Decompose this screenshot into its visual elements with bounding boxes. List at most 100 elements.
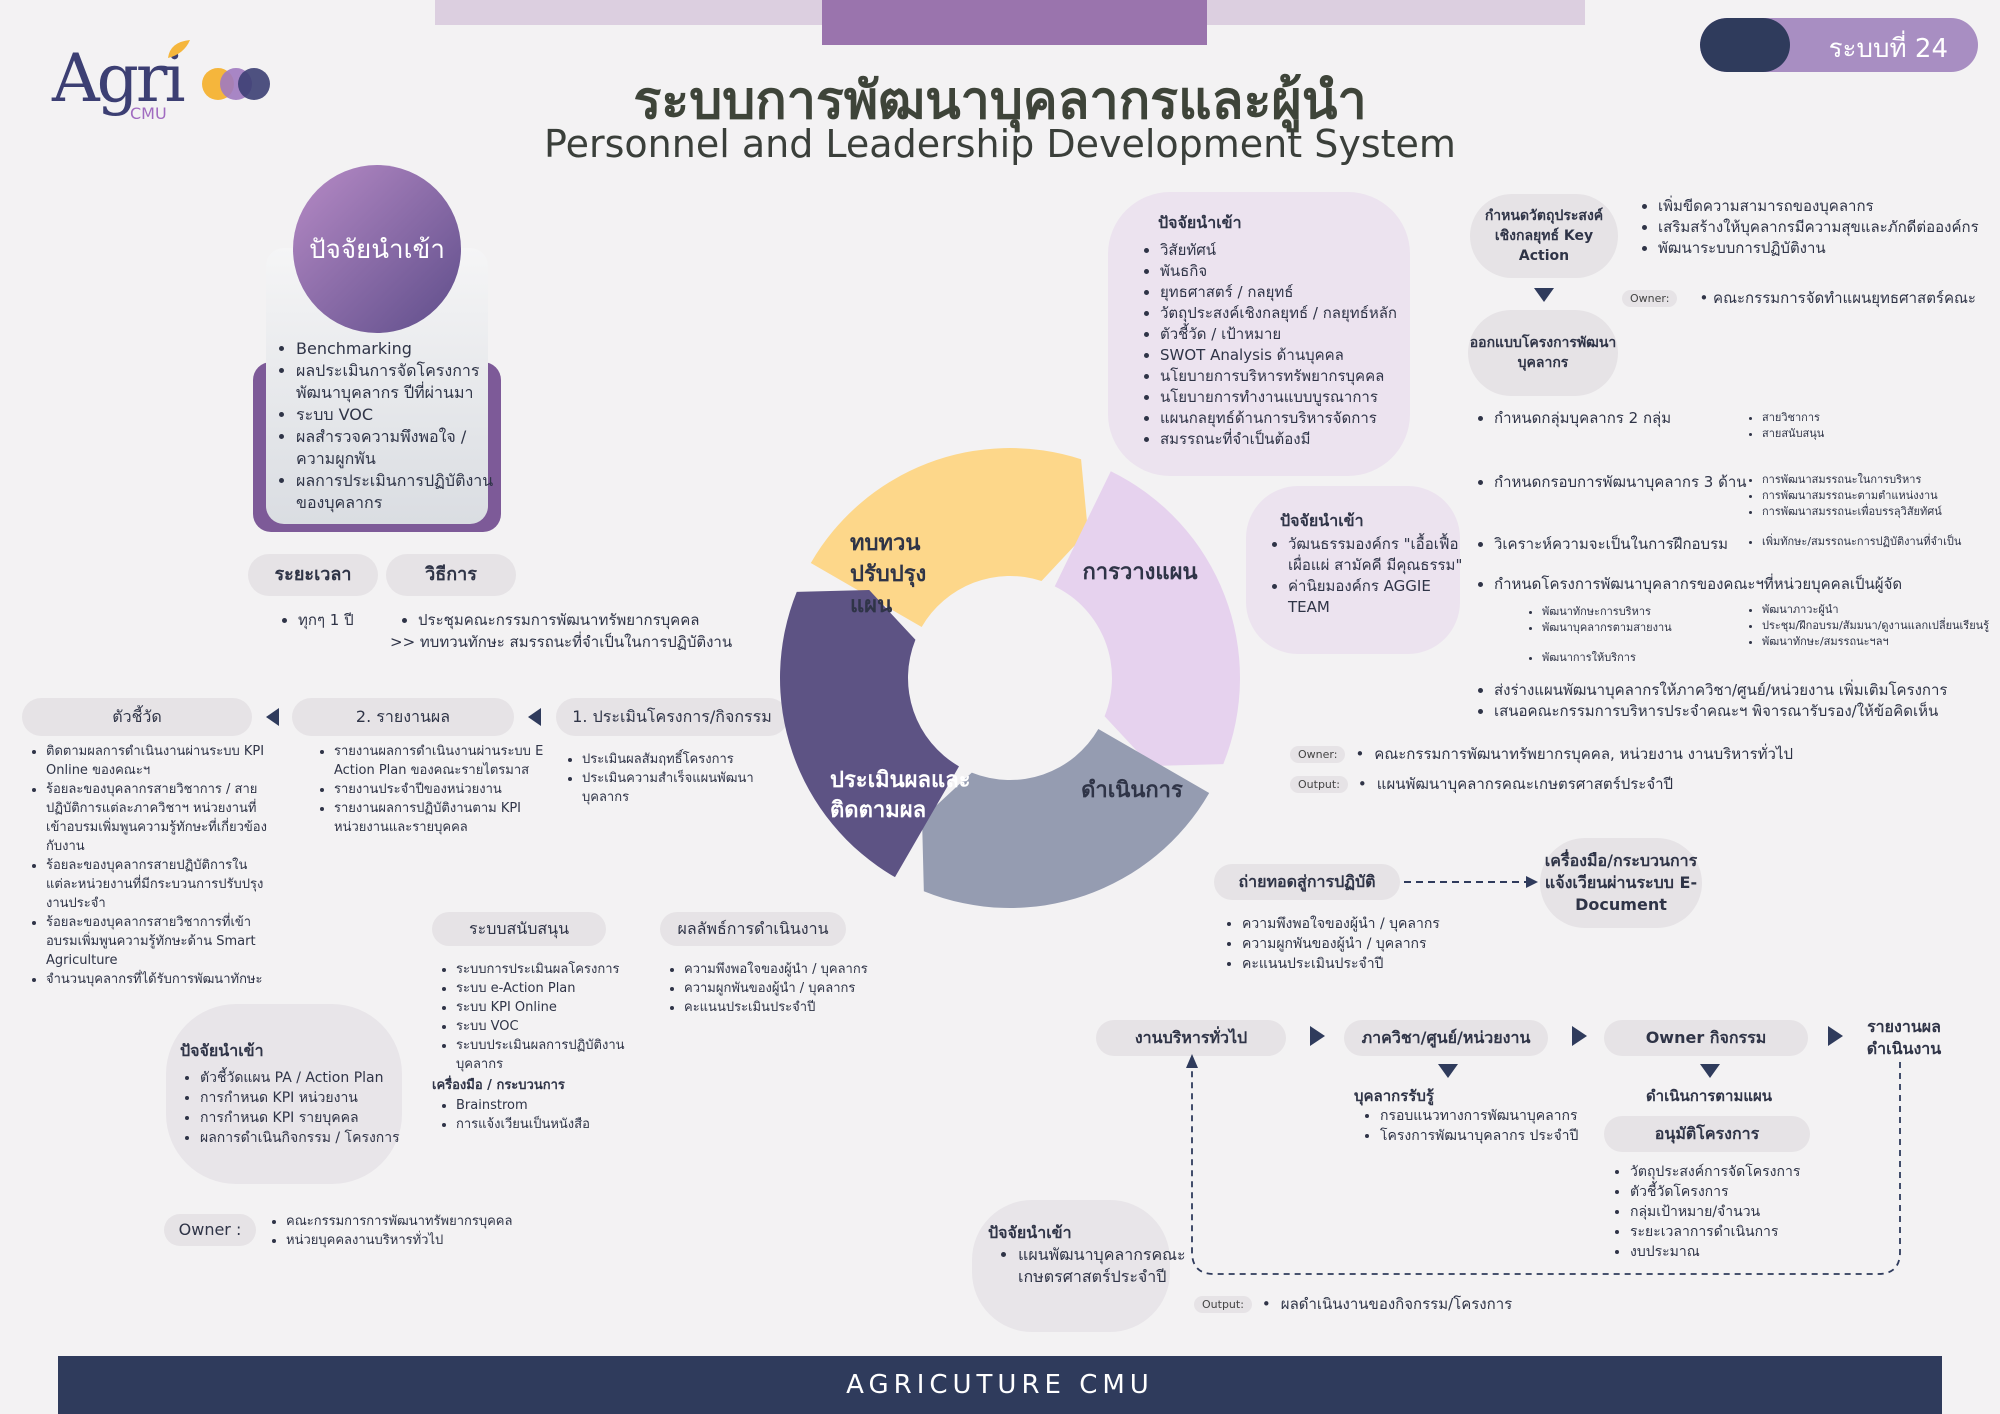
list-item: พัฒนาทักษะ/สมรรถนะฯลฯ: [1762, 634, 1998, 650]
list-item: กำหนดโครงการพัฒนาบุคลากรของคณะฯที่หน่วยบ…: [1494, 574, 1994, 595]
cycle-segment-review: [810, 448, 1088, 627]
general-admin-pill: งานบริหารทั่วไป: [1096, 1020, 1286, 1056]
edoc-tools-pill: เครื่องมือ/กระบวนการแจ้งเวียนผ่านระบบ E-…: [1540, 838, 1702, 928]
input-blob-title: ปัจจัยนำเข้า: [180, 1041, 264, 1060]
output-row-planning: Output: • แผนพัฒนาบุคลากรคณะเกษตรศาสตร์ป…: [1290, 774, 1890, 795]
plan-step-4-sub-right: พัฒนาภาวะผู้นำ ประชุม/ฝึกอบรม/สัมมนา/ดูง…: [1742, 602, 1998, 650]
arrow-down-icon: [1534, 288, 1554, 302]
list-item: วัตถุประสงค์เชิงกลยุทธ์ / กลยุทธ์หลัก: [1160, 303, 1440, 324]
support-pill: ระบบสนับสนุน: [432, 912, 606, 946]
top-decor-bar-center: [822, 0, 1207, 45]
plan-step-3: วิเคราะห์ความจะเป็นในการฝึกอบรม: [1474, 534, 1774, 555]
output-tag: Output:: [1290, 776, 1348, 793]
plan-step-2-sub: การพัฒนาสมรรถนะในการบริหาร การพัฒนาสมรรถ…: [1742, 472, 2000, 520]
arrow-right-icon: [1828, 1026, 1843, 1046]
plan-step-5: ส่งร่างแผนพัฒนาบุคลากรให้ภาควิชา/ศูนย์/ห…: [1474, 680, 1994, 722]
evaluate-list: ประเมินผลสัมฤทธิ์โครงการ ประเมินความสำเร…: [562, 750, 792, 807]
arrow-right-icon: [1310, 1026, 1325, 1046]
list-item: ความผูกพันของผู้นำ / บุคลากร: [1242, 934, 1522, 954]
cycle-label-plan: การวางแผน: [1082, 560, 1198, 585]
arrow-down-icon: [1438, 1064, 1458, 1078]
list-item: Brainstrom: [456, 1096, 656, 1115]
list-item: กรอบแนวทางการพัฒนาบุคลากร: [1380, 1106, 1600, 1126]
owner-list: คณะกรรมการการพัฒนาทรัพยากรบุคคล หน่วยบุค…: [266, 1212, 586, 1250]
list-item: จำนวนบุคลากรที่ได้รับการพัฒนาทักษะ: [46, 970, 276, 989]
list-item: พัฒนาระบบการปฏิบัติงาน: [1658, 238, 1988, 259]
results-pill: ผลลัพธ์การดำเนินงาน: [660, 912, 846, 946]
list-item: Benchmarking: [296, 338, 506, 360]
owner-activity-pill: Owner กิจกรรม: [1604, 1020, 1808, 1056]
input-card-list: Benchmarking ผลประเมินการจัดโครงการพัฒนา…: [276, 338, 506, 514]
arrow-down-icon: [1700, 1064, 1720, 1078]
results-list: ความพึงพอใจของผู้นำ / บุคลากร ความผูกพัน…: [664, 960, 914, 1017]
support-list: ระบบการประเมินผลโครงการ ระบบ e-Action Pl…: [436, 960, 656, 1074]
list-item: พัฒนาภาวะผู้นำ: [1762, 602, 1998, 618]
owner-tag: Owner:: [1622, 290, 1678, 307]
cycle-segment-execute: [922, 729, 1210, 908]
bullet-icon: •: [1261, 1295, 1271, 1313]
list-item: SWOT Analysis ด้านบุคคล: [1160, 345, 1440, 366]
input-card-circle: ปัจจัยนำเข้า: [293, 165, 461, 333]
owner-row-planning: Owner: • คณะกรรมการจัดทำแผนยุทธศาสตร์คณะ: [1622, 288, 1982, 309]
list-item: นโยบายการทำงานแบบบูรณาการ: [1160, 387, 1440, 408]
list-item: ระบบ e-Action Plan: [456, 979, 656, 998]
system-badge: ระบบที่ 24: [1700, 18, 1978, 72]
list-item: วัตถุประสงค์การจัดโครงการ: [1630, 1162, 1860, 1182]
list-item: วิเคราะห์ความจะเป็นในการฝึกอบรม: [1494, 534, 1774, 555]
list-item: รายงานประจำปีของหน่วยงาน: [334, 780, 544, 799]
plan-step-4: กำหนดโครงการพัฒนาบุคลากรของคณะฯที่หน่วยบ…: [1474, 574, 1994, 595]
owner-row-planning-2: Owner: • คณะกรรมการพัฒนาทรัพยากรบุคคล, ห…: [1290, 744, 1890, 765]
input-blob-top-center: [1108, 192, 1410, 476]
ack-list: กรอบแนวทางการพัฒนาบุคลากร โครงการพัฒนาบุ…: [1360, 1106, 1600, 1146]
output-text: ผลดำเนินงานของกิจกรรม/โครงการ: [1280, 1295, 1513, 1313]
list-item: สายสนับสนุน: [1762, 426, 2000, 442]
logo-leaf-icon: [168, 40, 190, 58]
plan-step-1-sub: สายวิชาการ สายสนับสนุน: [1742, 410, 2000, 442]
input-top-list: วิสัยทัศน์ พันธกิจ ยุทธศาสตร์ / กลยุทธ์ …: [1140, 240, 1440, 450]
list-item: ระบบประเมินผลการปฏิบัติงานบุคลากร: [456, 1036, 656, 1074]
list-item: คณะกรรมการการพัฒนาทรัพยากรบุคคล: [286, 1212, 586, 1231]
report-pill: 2. รายงานผล: [292, 698, 514, 736]
cycle-label-evaluate: ประเมินผลและ ติดตามผล: [830, 768, 971, 823]
list-item: ร้อยละของบุคลากรสายปฏิบัติการในแต่ละหน่ว…: [46, 856, 276, 913]
output-text: แผนพัฒนาบุคลากรคณะเกษตรศาสตร์ประจำปี: [1376, 775, 1674, 793]
list-item: ติดตามผลการดำเนินงานผ่านระบบ KPI Online …: [46, 742, 276, 780]
list-item: ตัวชี้วัด / เป้าหมาย: [1160, 324, 1440, 345]
period-list: ทุกๆ 1 ปี: [278, 610, 398, 631]
list-item: ความพึงพอใจของผู้นำ / บุคลากร: [684, 960, 914, 979]
plan-step-4-sub-left: พัฒนาทักษะการบริหาร พัฒนาบุคลากรตามสายงา…: [1522, 604, 1742, 666]
list-item: ระบบ KPI Online: [456, 998, 656, 1017]
input-top-title: ปัจจัยนำเข้า: [1158, 213, 1242, 232]
list-item: พัฒนาการให้บริการ: [1542, 650, 1742, 666]
list-item: ตัวชี้วัดโครงการ: [1630, 1182, 1860, 1202]
cycle-label-review: ทบทวน ปรับปรุง แผน: [850, 531, 927, 618]
method-list: ประชุมคณะกรรมการพัฒนาทรัพยากรบุคคล: [398, 610, 798, 631]
list-item: การพัฒนาสมรรถนะเพื่อบรรลุวิสัยทัศน์: [1762, 504, 2000, 520]
kpi-list: ติดตามผลการดำเนินงานผ่านระบบ KPI Online …: [26, 742, 276, 989]
list-item: คะแนนประเมินประจำปี: [1242, 954, 1522, 974]
output-row-execution: Output: • ผลดำเนินงานของกิจกรรม/โครงการ: [1194, 1294, 1694, 1315]
list-item: เสนอคณะกรรมการบริหารประจำคณะฯ พิจารณารับ…: [1494, 701, 1994, 722]
list-item: พันธกิจ: [1160, 261, 1440, 282]
dept-pill: ภาควิชา/ศูนย์/หน่วยงาน: [1344, 1020, 1548, 1056]
report-label: รายงานผล ดำเนินงาน: [1866, 1017, 1942, 1058]
design-pill: ออกแบบโครงการพัฒนาบุคลากร: [1468, 310, 1618, 396]
page-title: ระบบการพัฒนาบุคลากรและผู้นำ: [633, 71, 1367, 131]
list-item: ส่งร่างแผนพัฒนาบุคลากรให้ภาควิชา/ศูนย์/ห…: [1494, 680, 1994, 701]
support-tools-list: Brainstrom การแจ้งเวียนเป็นหนังสือ: [436, 1096, 656, 1134]
footer-bar: AGRICUTURE CMU: [58, 1356, 1942, 1414]
owner-pill: Owner :: [164, 1214, 256, 1246]
list-item: สายวิชาการ: [1762, 410, 2000, 426]
list-item: ร้อยละของบุคลากรสายวิชาการ / สายปฏิบัติก…: [46, 780, 276, 856]
logo-sub: CMU: [130, 104, 167, 123]
bullet-icon: •: [1357, 775, 1367, 793]
input-blob-bottom-left: [166, 1004, 402, 1184]
kpi-pill: ตัวชี้วัด: [22, 698, 252, 736]
page-subtitle: Personnel and Leadership Development Sys…: [544, 122, 1456, 166]
list-item: การพัฒนาสมรรถนะตามตำแหน่งงาน: [1762, 488, 2000, 504]
list-item: ความพึงพอใจของผู้นำ / บุคลากร: [1242, 914, 1522, 934]
input-bc-title: ปัจจัยนำเข้า: [988, 1223, 1072, 1242]
list-item: การกำหนด KPI หน่วยงาน: [200, 1088, 410, 1108]
list-item: ประชุม/ฝึกอบรม/สัมมนา/ดูงานแลกเปลี่ยนเรี…: [1762, 618, 1998, 634]
owner-text: • คณะกรรมการจัดทำแผนยุทธศาสตร์คณะ: [1699, 289, 1976, 307]
